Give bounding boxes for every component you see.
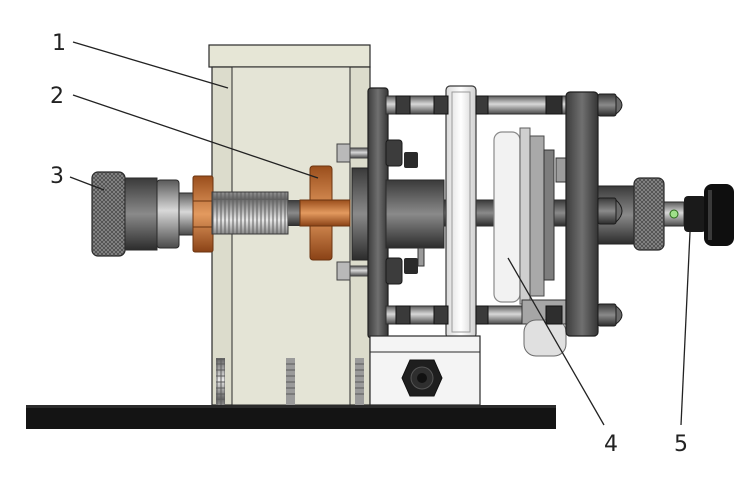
rotor-disk bbox=[493, 127, 569, 305]
leader-line-4 bbox=[507, 257, 605, 426]
copper-flange bbox=[299, 165, 351, 261]
leader-line-1 bbox=[72, 41, 229, 89]
copper-nut-left bbox=[192, 175, 214, 253]
callout-labels: 1 2 3 4 5 bbox=[50, 31, 688, 457]
callout-1: 1 bbox=[52, 31, 66, 56]
knurled-knob-left bbox=[91, 171, 195, 257]
transparent-plate bbox=[445, 85, 477, 339]
leader-line-3 bbox=[69, 176, 105, 191]
adjustment-knob-right bbox=[633, 177, 734, 251]
base-studs bbox=[216, 358, 364, 405]
callout-4: 4 bbox=[604, 432, 618, 457]
leader-lines bbox=[69, 41, 691, 426]
front-plate bbox=[351, 87, 403, 339]
rod-nuts bbox=[395, 93, 623, 327]
callout-2: 2 bbox=[50, 84, 64, 109]
junction-box bbox=[369, 335, 481, 406]
callout-5: 5 bbox=[674, 432, 688, 457]
callout-3: 3 bbox=[50, 164, 64, 189]
block-bolts bbox=[336, 143, 373, 281]
rear-plate bbox=[565, 91, 635, 337]
leader-line-2 bbox=[72, 94, 319, 179]
sensor-pins bbox=[404, 152, 425, 274]
leader-line-5 bbox=[680, 231, 691, 426]
base-plate bbox=[26, 405, 556, 429]
